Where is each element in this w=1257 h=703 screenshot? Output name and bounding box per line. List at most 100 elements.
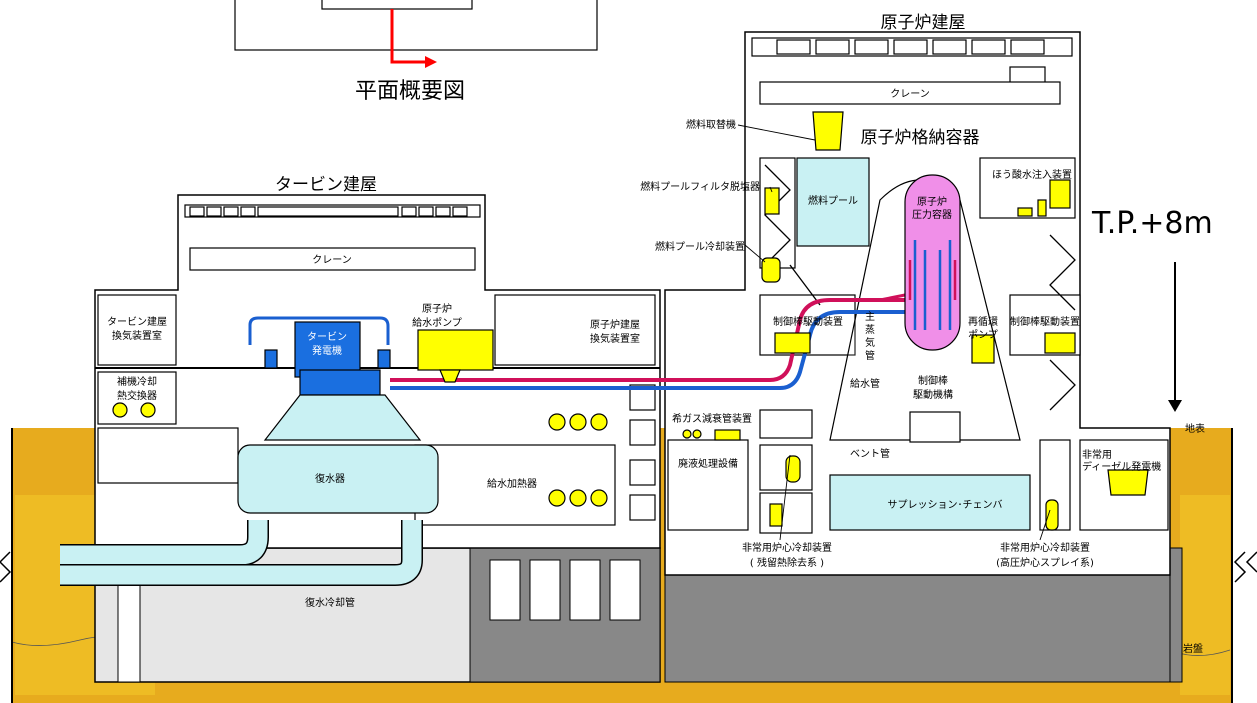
suppression-chamber [829,474,1031,531]
fuel-pool [796,157,870,247]
feed-heater-upper-2 [569,413,587,431]
ground-surface-label: 地表 [1185,422,1205,435]
boric-pump [1017,207,1033,217]
boric-tank [1049,179,1071,209]
equipment [112,111,1149,531]
rare-gas-label: 希ガス減衰管装置 [672,412,752,425]
fuel-pool-filter-label: 燃料プールフィルタ脱塩器 [640,180,760,193]
main-steam-label-2: 蒸 [865,324,875,336]
reactor-building-title: 原子炉建屋 [881,13,966,33]
feed-heater-upper-3 [590,413,608,431]
elevation-label: T.P.+8m [1091,206,1213,241]
fuel-pool-cooling-label: 燃料プール冷却装置 [655,240,745,253]
reactor-vent-label-2: 換気装置室 [590,332,640,345]
plan-arrow-head [425,56,437,68]
bedrock-label: 岩盤 [1183,642,1203,655]
generator-foot [377,349,391,369]
main-steam-label-3: 気 [865,336,875,349]
recirc-label-1: 再循環 [968,315,998,328]
waste-room [667,439,749,531]
feedwater-pipe-label: 給水管 [850,377,880,390]
boric-label: ほう酸水注入装置 [992,168,1072,181]
eccs-pump-left [769,503,783,527]
eccs-tank-right [1045,499,1059,531]
feed-pump-nozzle [439,369,461,383]
turbine-vent-room [97,294,177,366]
reactor-crane [759,81,1061,105]
edg-foundation [1169,547,1183,683]
foundations [94,547,1183,683]
reactor-pressure-vessel [904,174,961,351]
soil-highlight [1180,495,1230,695]
generator-foot [264,349,278,369]
turbine-vent-label-2: 換気装置室 [112,329,162,342]
fuel-pool-filter [764,187,780,215]
aux-cool-room [97,371,177,425]
rare-gas-tank [682,429,692,439]
plan-inset [234,0,598,68]
small-room [629,419,656,446]
turbine-body [299,369,381,396]
turbine-vent-label-1: タービン建屋 [107,315,167,328]
feed-pump-label-1: 原子炉 [422,303,452,315]
generator-label-2: 発電機 [312,344,342,357]
fuel-exchanger [812,111,844,151]
rpv-internals [913,240,952,330]
foundation-opening [609,559,641,621]
crd-mech-label-2: 駆動機構 [913,388,953,401]
pipes [60,293,906,586]
foundation-opening [529,559,561,621]
feed-heater-upper-1 [548,413,566,431]
generator [294,321,361,378]
condenser-upper [263,394,422,441]
rare-gas-room [759,409,813,439]
break-mark-left [0,551,12,583]
pcv-label: 原子炉格納容器 [861,128,980,148]
crd-left-label: 制御棒駆動装置 [773,315,843,328]
feed-pump [417,329,494,371]
rare-gas-tank [692,429,702,439]
reactor-roof-windows [776,39,1045,55]
leader-lines [737,124,1051,541]
eccs-left-label-2: ( 残留熱除去系 ) [750,556,824,569]
crd-mech-room [909,411,961,443]
feed-heater-lower-1 [548,489,566,507]
aux-cool-label-1: 補機冷却 [117,375,157,388]
aux-cool-label-2: 熱交換器 [117,389,157,402]
reactor-vent-label-1: 原子炉建屋 [590,318,640,331]
feed-heater-lower-3 [590,489,608,507]
waste-label: 廃液処理設備 [678,457,738,470]
edg-label-2: ディーゼル発電機 [1082,460,1161,473]
recirc-label-2: ポンプ [968,329,998,341]
condenser-cooling-label: 復水冷却管 [305,596,355,609]
lower-room [97,427,239,484]
small-room [629,459,656,486]
rare-gas-unit [714,429,741,441]
reactor-foundation [664,574,1171,683]
eccs-left-label-1: 非常用炉心冷却装置 [742,541,832,554]
recirc-pump [971,334,995,364]
turbine-loop-pipe [248,316,390,345]
elevation-marker [1168,262,1182,412]
steam-pipe-inner [879,293,906,302]
crd-mech-label-1: 制御棒 [918,374,948,387]
crd-right-label: 制御棒駆動装置 [1010,315,1080,328]
plan-inset-box [321,0,473,10]
eccs-right-label-2: (高圧炉心スプレイ系) [996,556,1094,569]
crane-turbine-label: クレーン [312,254,352,266]
plan-inset-frame [234,0,598,51]
suppression-label: サプレッション･チェンバ [888,499,1003,511]
aux-cool-hx-1 [112,402,128,418]
generator-label-1: タービン [307,331,347,343]
feed-heater-lower-2 [569,489,587,507]
cooling-pipe-fill [60,520,268,565]
elevation-arrow-head [1168,400,1182,412]
condenser [237,444,439,514]
turbine-building-title: タービン建屋 [275,175,377,195]
break-mark-right [1233,551,1247,583]
turbine-roof-windows [189,206,468,217]
diesel-generator [1107,469,1149,496]
fuel-pool-label: 燃料プール [808,194,858,207]
main-steam-label-1: 主 [865,311,875,323]
